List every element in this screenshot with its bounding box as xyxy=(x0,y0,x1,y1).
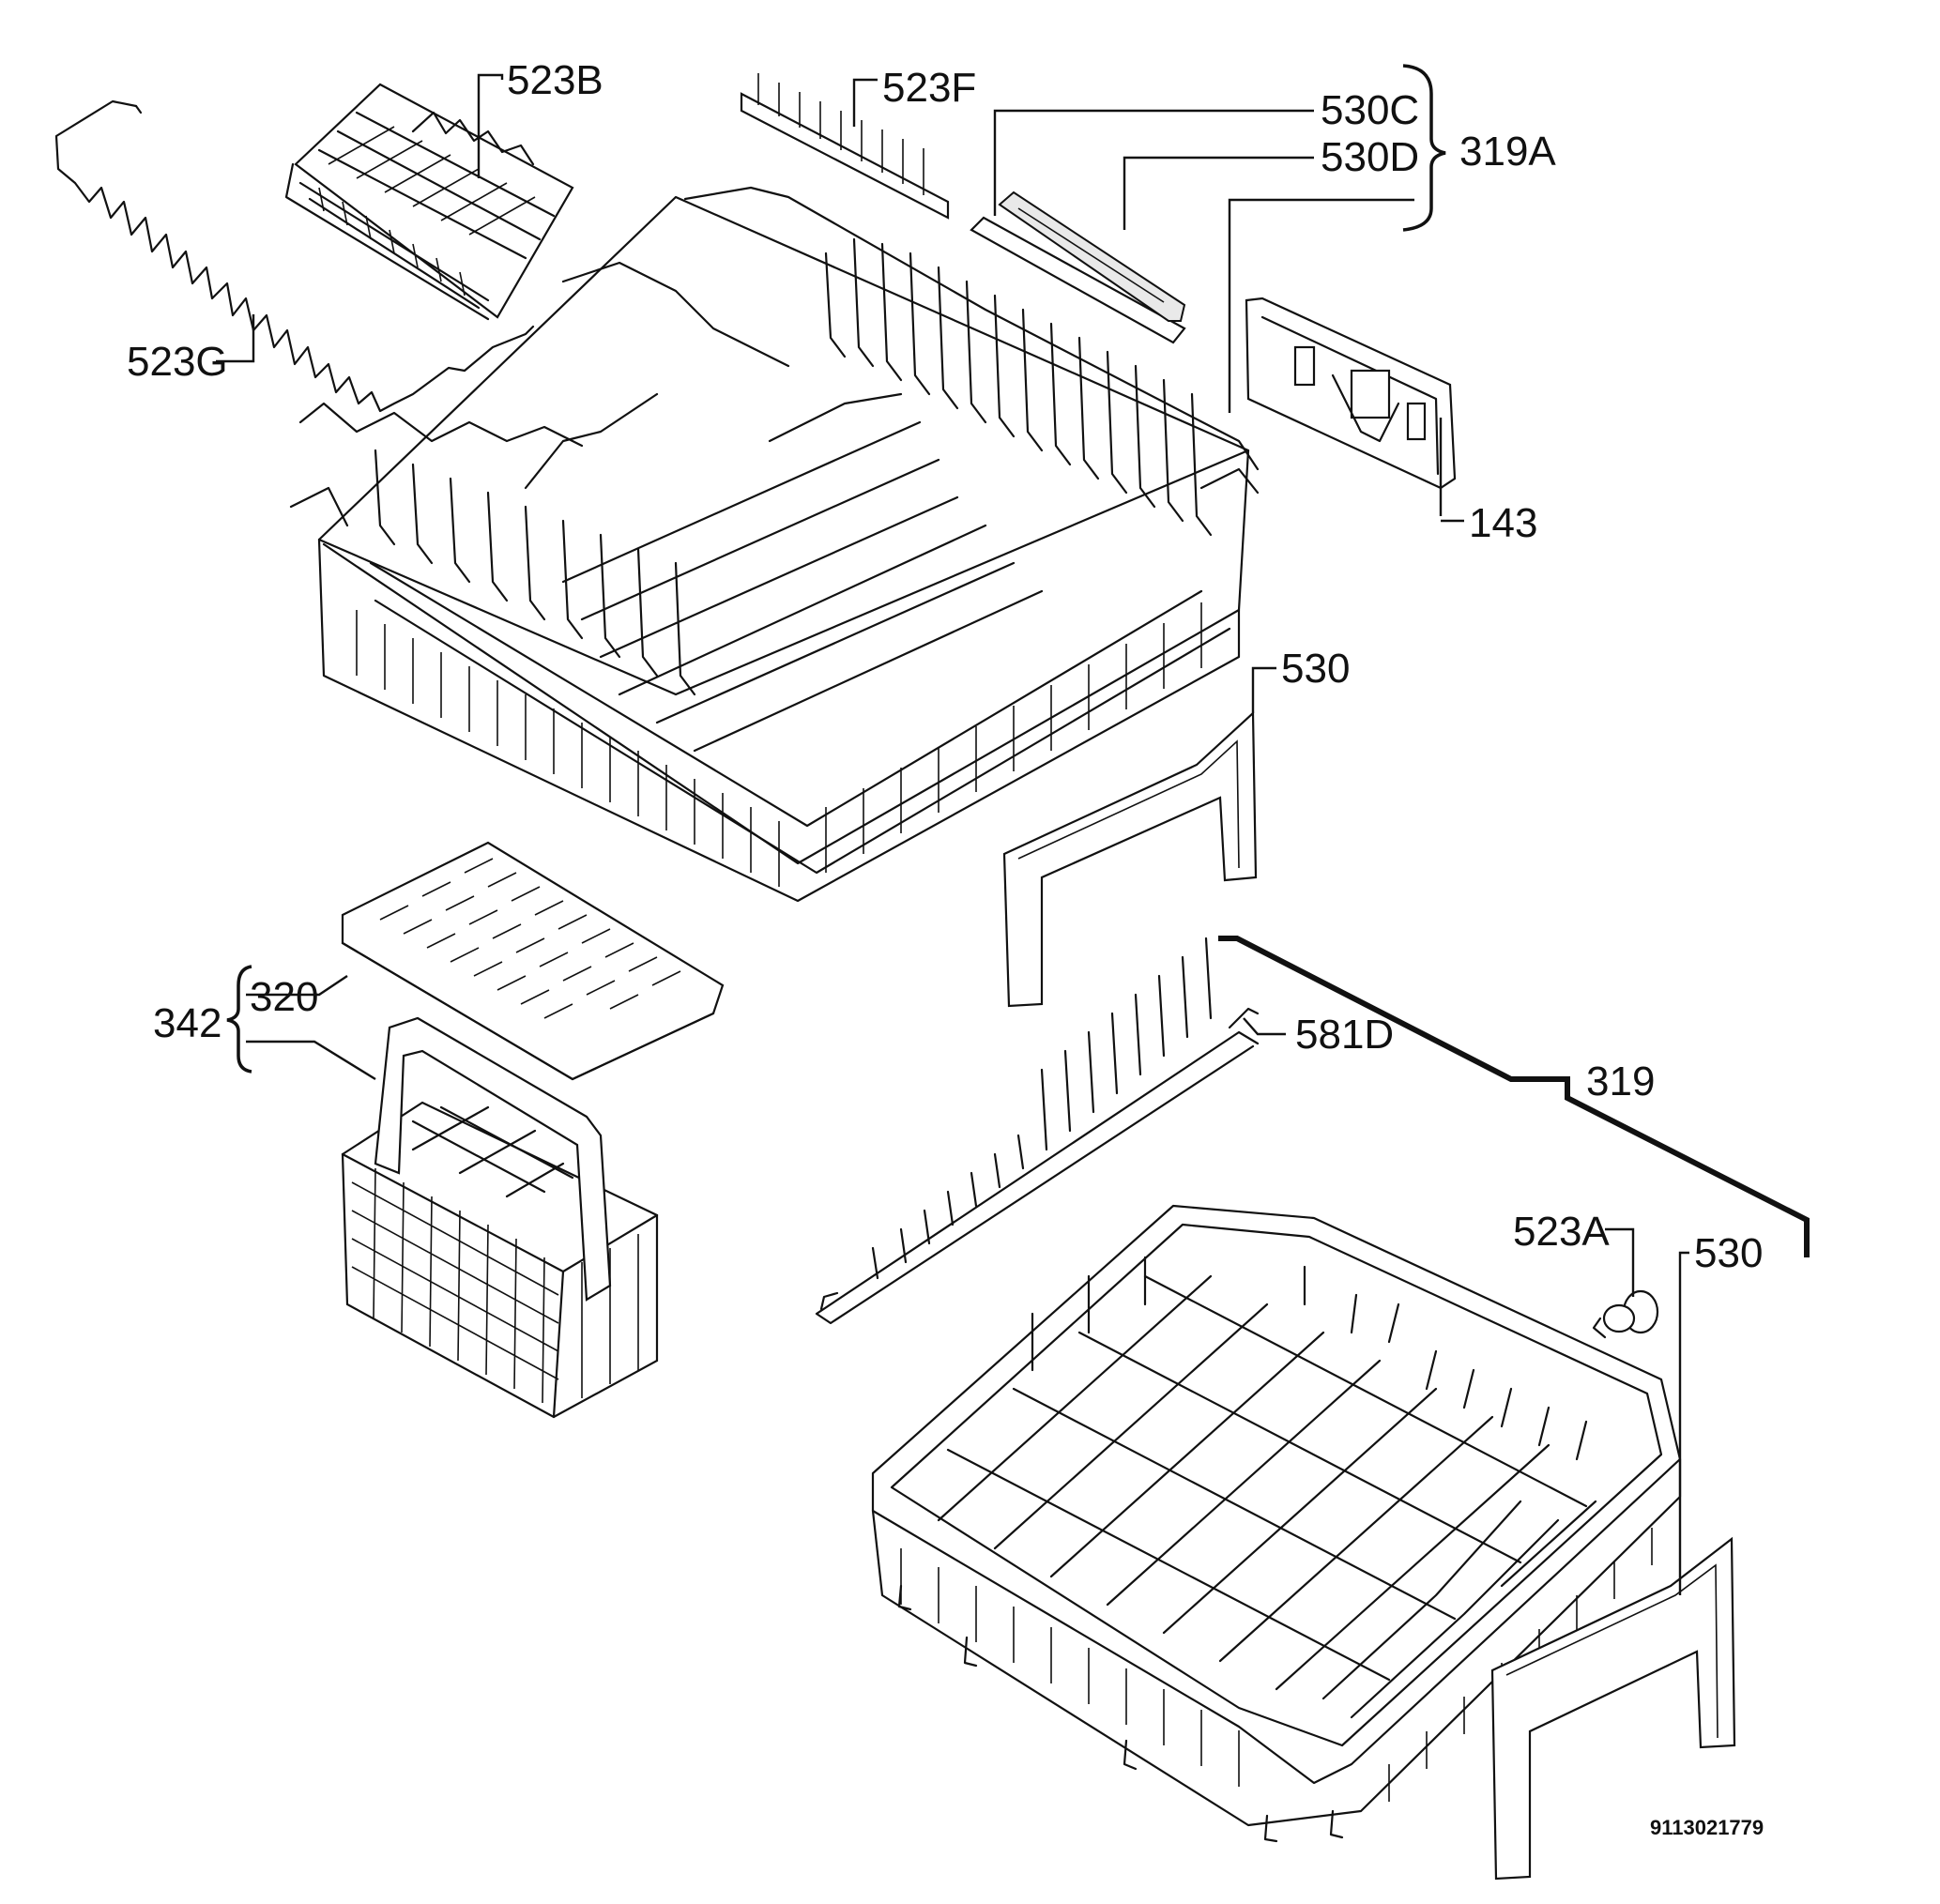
label-530-lower: 530 xyxy=(1694,1230,1763,1276)
cutlery-grid-slots xyxy=(379,858,681,1019)
part-523F-comb xyxy=(740,73,950,220)
part-143-height-adjuster xyxy=(1245,297,1457,490)
part-530C-rail xyxy=(970,216,1186,344)
upper-basket xyxy=(289,186,1260,903)
lower-basket xyxy=(871,1204,1682,1843)
part-530-lower-rail-guard xyxy=(1490,1536,1736,1881)
leader-lines xyxy=(216,73,1810,1595)
part-523B-cup-rack xyxy=(284,83,574,321)
part-523G-wire-spring xyxy=(54,99,535,413)
label-530D: 530D xyxy=(1321,134,1419,180)
part-530-upper-rail-guard xyxy=(1002,710,1258,1008)
part-320-cutlery-grid xyxy=(341,841,725,1081)
label-530-upper: 530 xyxy=(1281,646,1350,692)
label-530C: 530C xyxy=(1321,87,1419,133)
label-523F: 523F xyxy=(882,65,976,111)
part-523A-wheel xyxy=(1592,1289,1659,1339)
part-530D-rail xyxy=(998,190,1186,322)
label-319: 319 xyxy=(1586,1059,1655,1104)
label-581D: 581D xyxy=(1295,1012,1394,1058)
part-581D-tine-rack xyxy=(815,937,1260,1325)
label-342: 342 xyxy=(153,1000,221,1046)
label-319A: 319A xyxy=(1459,129,1556,175)
label-523A: 523A xyxy=(1513,1209,1610,1255)
label-320: 320 xyxy=(250,974,318,1020)
diagram-reference-number: 9113021779 xyxy=(1650,1816,1764,1839)
brace-319A xyxy=(1402,64,1446,232)
label-523B: 523B xyxy=(507,57,603,103)
part-labels: 523B 523F 530C 530D 319A 523G 143 530 32… xyxy=(127,57,1764,1839)
label-523G: 523G xyxy=(127,339,228,385)
label-143: 143 xyxy=(1469,500,1537,546)
part-342-cutlery-basket xyxy=(341,1016,659,1419)
brace-342 xyxy=(226,965,252,1074)
